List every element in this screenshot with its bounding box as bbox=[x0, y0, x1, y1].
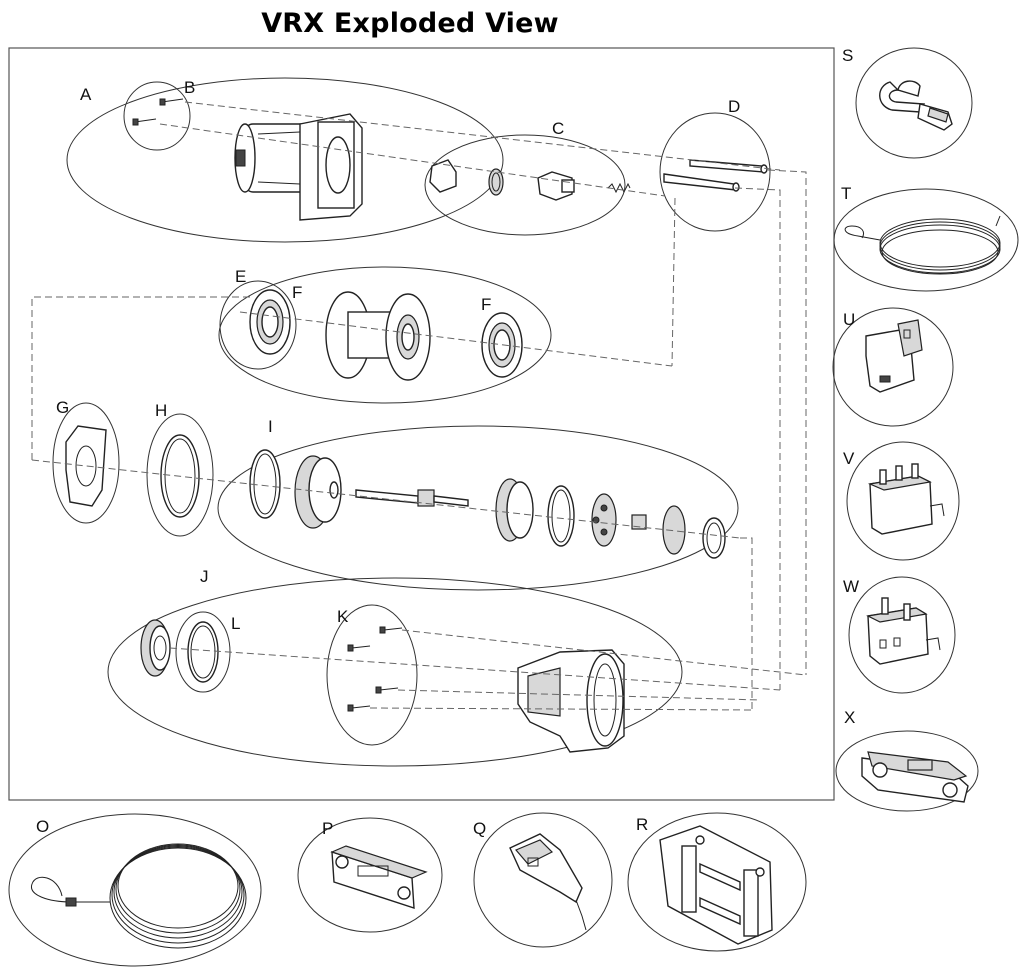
group-v-outline bbox=[846, 441, 960, 561]
connector-line bbox=[734, 187, 781, 690]
axis-line bbox=[239, 311, 673, 367]
label-o: O bbox=[36, 817, 49, 836]
drum-part bbox=[325, 291, 431, 381]
label-q: Q bbox=[473, 819, 486, 838]
group-p-outline bbox=[297, 817, 443, 933]
group-i-outline bbox=[217, 425, 739, 591]
u-socket bbox=[865, 319, 923, 393]
k-screws bbox=[347, 626, 403, 712]
label-f2: F bbox=[481, 295, 491, 314]
group-q-outline bbox=[473, 812, 613, 948]
h-gasket-inner bbox=[164, 438, 196, 514]
connector-line bbox=[671, 197, 676, 367]
p-fairlead bbox=[330, 845, 428, 909]
group-r-outline bbox=[627, 812, 807, 952]
group-h-outline bbox=[146, 413, 214, 537]
label-f1: F bbox=[292, 283, 302, 302]
axis-line bbox=[184, 101, 781, 171]
label-t: T bbox=[841, 184, 851, 203]
group-j-outline bbox=[107, 577, 683, 767]
l-ring bbox=[187, 621, 219, 683]
axis-line bbox=[369, 707, 753, 711]
g-plate bbox=[65, 425, 107, 507]
q-remote bbox=[509, 833, 587, 931]
diagram-title: VRX Exploded View bbox=[261, 8, 559, 39]
e-bearing bbox=[249, 289, 291, 355]
r-roller-fairlead bbox=[659, 825, 773, 945]
connector-line bbox=[31, 296, 250, 460]
label-i: I bbox=[268, 417, 273, 436]
label-x: X bbox=[844, 708, 855, 727]
label-s: S bbox=[842, 46, 853, 65]
l-ring-inner bbox=[190, 625, 216, 679]
main-frame bbox=[8, 47, 835, 801]
w-contactor bbox=[866, 597, 941, 665]
connector-line bbox=[767, 169, 807, 675]
brake-part bbox=[140, 619, 171, 677]
label-p: P bbox=[322, 819, 333, 838]
o-rope bbox=[31, 843, 247, 949]
group-c-outline bbox=[424, 134, 626, 236]
group-s-outline bbox=[855, 47, 973, 159]
group-ef-outline bbox=[219, 280, 297, 370]
label-e: E bbox=[235, 267, 246, 286]
label-v: V bbox=[843, 449, 855, 468]
group-o-outline bbox=[8, 813, 262, 967]
label-j: J bbox=[200, 567, 209, 586]
label-g: G bbox=[56, 398, 69, 417]
label-c: C bbox=[552, 119, 564, 138]
label-b: B bbox=[184, 78, 195, 97]
group-u-outline bbox=[832, 307, 954, 427]
group-t-outline bbox=[833, 188, 1019, 292]
label-w: W bbox=[843, 577, 859, 596]
label-a: A bbox=[80, 85, 92, 104]
group-w-outline bbox=[848, 576, 956, 694]
axis-line bbox=[159, 123, 666, 197]
axis-line bbox=[401, 629, 807, 676]
label-l: L bbox=[231, 614, 240, 633]
connector-line bbox=[740, 537, 753, 710]
x-fairlead bbox=[861, 751, 969, 803]
b-screws bbox=[132, 98, 184, 126]
label-d: D bbox=[728, 97, 740, 116]
group-a-outline bbox=[66, 77, 504, 243]
d-pins bbox=[663, 159, 768, 192]
group-e-outline bbox=[218, 266, 552, 404]
v-contactor bbox=[867, 463, 945, 535]
label-k: K bbox=[337, 607, 349, 626]
group-g-outline bbox=[52, 402, 120, 524]
group-k-outline bbox=[326, 604, 418, 746]
group-b-outline bbox=[123, 81, 191, 151]
t-rope bbox=[844, 215, 1001, 275]
end-housing-part bbox=[517, 649, 625, 753]
label-r: R bbox=[636, 815, 648, 834]
g-plate-hole bbox=[75, 445, 97, 487]
axis-line bbox=[397, 689, 761, 701]
axis-line bbox=[169, 647, 781, 691]
c-parts bbox=[429, 159, 631, 201]
group-x-outline bbox=[835, 730, 979, 812]
i-parts bbox=[249, 449, 726, 559]
group-d-outline bbox=[659, 112, 771, 232]
motor-part bbox=[234, 113, 363, 221]
axis-line bbox=[31, 459, 741, 539]
s-hook bbox=[879, 80, 953, 131]
label-h: H bbox=[155, 401, 167, 420]
label-u: U bbox=[843, 310, 855, 329]
